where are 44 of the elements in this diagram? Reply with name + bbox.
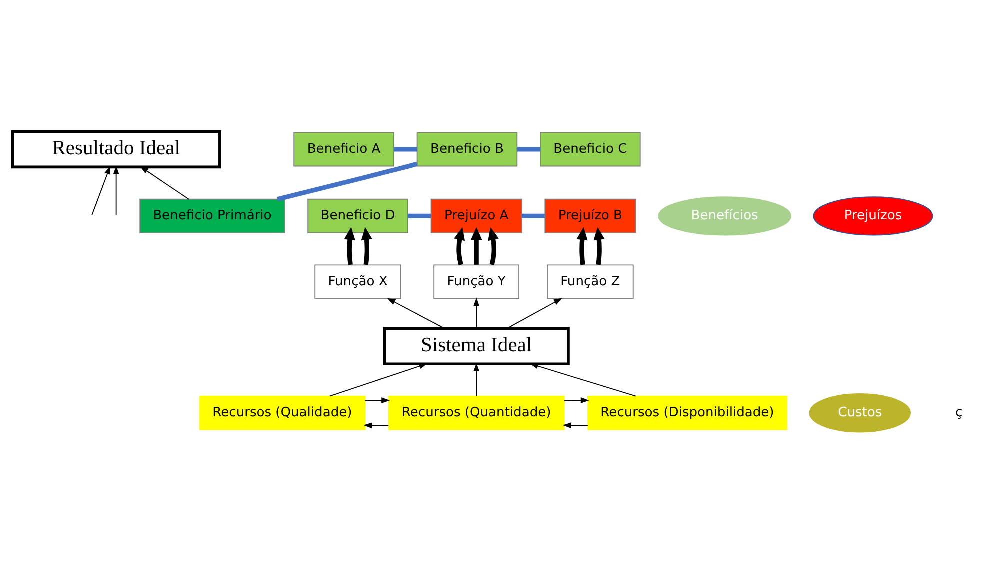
node-box: Função Z	[547, 264, 634, 300]
connector	[394, 147, 418, 152]
label: ç	[955, 406, 963, 421]
arrow	[364, 398, 390, 404]
node-ellipse: Benefícios	[658, 196, 792, 236]
node-box: Recursos (Quantidade)	[388, 396, 565, 430]
arrow	[361, 227, 372, 266]
node-box: Função Y	[434, 264, 520, 300]
node-box: Beneficio Primário	[140, 198, 286, 234]
node-box: Sistema Ideal	[383, 327, 570, 366]
arrow	[594, 227, 605, 266]
node-box: Função X	[314, 264, 402, 300]
arrow	[140, 166, 190, 200]
arrow	[530, 363, 636, 397]
arrow	[364, 422, 390, 429]
node-box: Prejuízo B	[544, 198, 636, 234]
arrow	[344, 227, 356, 266]
arrow	[474, 298, 480, 329]
node-ellipse: Custos	[809, 394, 911, 433]
node-box: Beneficio A	[294, 132, 394, 167]
node-box: Beneficio C	[540, 132, 641, 167]
arrow	[470, 227, 482, 265]
arrow	[454, 227, 466, 266]
node-box: Beneficio D	[308, 198, 408, 234]
connector	[277, 162, 418, 202]
node-box: Beneficio B	[416, 132, 518, 167]
arrow	[506, 298, 562, 330]
node-box: Recursos (Qualidade)	[199, 396, 366, 430]
connector	[522, 214, 545, 219]
arrow	[576, 227, 588, 266]
node-box: Recursos (Disponibilidade)	[588, 396, 788, 430]
node-box: Resultado Ideal	[11, 130, 222, 169]
arrow	[92, 166, 110, 216]
arrow	[564, 398, 590, 404]
node-ellipse: Prejuízos	[813, 196, 934, 236]
connector	[408, 214, 432, 219]
arrow	[562, 422, 588, 429]
connector	[517, 147, 540, 152]
arrow	[488, 227, 499, 266]
node-box: Prejuízo A	[430, 198, 522, 234]
arrow	[474, 363, 480, 397]
arrow	[113, 166, 120, 216]
arrow	[387, 298, 445, 330]
arrow	[329, 364, 428, 397]
